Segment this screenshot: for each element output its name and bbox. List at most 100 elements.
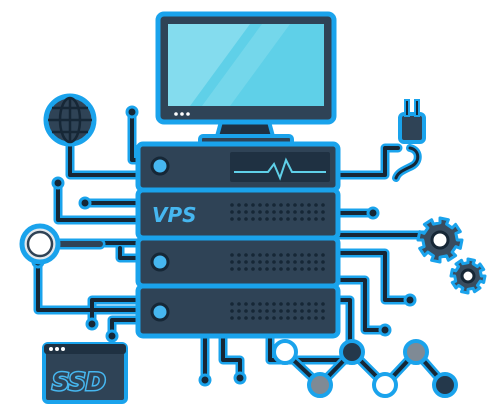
graph-node (372, 372, 398, 398)
graph-node (307, 372, 333, 398)
vent-dot (237, 210, 241, 214)
vent-dot (314, 316, 318, 320)
ssd-label: SSD (52, 368, 106, 396)
vent-dot (251, 217, 255, 221)
vent-dot (265, 302, 269, 306)
vent-dot (286, 309, 290, 313)
vent-dot (230, 210, 234, 214)
vent-dot (307, 260, 311, 264)
vent-dot (237, 217, 241, 221)
vent-dot (244, 302, 248, 306)
vent-dot (272, 267, 276, 271)
vent-dot (279, 316, 283, 320)
vent-dot (293, 302, 297, 306)
vent-dot (300, 210, 304, 214)
vent-dot (251, 316, 255, 320)
vent-dot (321, 203, 325, 207)
vent-dot (237, 309, 241, 313)
vent-dot (279, 253, 283, 257)
graph-node (339, 339, 365, 365)
vent-dot (279, 203, 283, 207)
vent-dot (286, 316, 290, 320)
vent-dot (321, 210, 325, 214)
ssd-window-icon: SSD (42, 342, 128, 404)
vent-dot (244, 210, 248, 214)
vent-dot (279, 210, 283, 214)
vent-dot (244, 309, 248, 313)
vent-dot (230, 309, 234, 313)
gears-icon (416, 216, 487, 295)
vent-dot (237, 302, 241, 306)
graph-node (272, 339, 298, 365)
vent-dot (286, 302, 290, 306)
vent-dot (279, 309, 283, 313)
vent-dot (279, 267, 283, 271)
vent-dot (279, 217, 283, 221)
vent-dot (321, 260, 325, 264)
vent-dot (258, 210, 262, 214)
vent-dot (286, 253, 290, 257)
vent-dot (272, 253, 276, 257)
vent-dot (293, 217, 297, 221)
magnifier-icon (19, 223, 106, 265)
vent-dot (293, 267, 297, 271)
server-unit-3 (135, 235, 341, 289)
vent-dot (307, 217, 311, 221)
vent-dot (314, 309, 318, 313)
vent-dot (307, 267, 311, 271)
vent-dot (272, 217, 276, 221)
vent-dot (293, 253, 297, 257)
vent-dot (251, 309, 255, 313)
vent-dot (307, 253, 311, 257)
vent-dot (286, 210, 290, 214)
vent-dot (230, 217, 234, 221)
vent-dot (293, 210, 297, 214)
vent-dot (293, 309, 297, 313)
vent-dot (244, 253, 248, 257)
network-graph-icon (272, 339, 458, 398)
vent-dot (251, 302, 255, 306)
globe-icon (43, 93, 97, 147)
graph-node (432, 372, 458, 398)
vent-dot (265, 309, 269, 313)
pulse-line-icon (234, 157, 326, 181)
server-stack (135, 141, 341, 339)
vent-dot (272, 309, 276, 313)
vent-dot (244, 316, 248, 320)
monitor-icon (155, 11, 337, 150)
vent-dot (265, 217, 269, 221)
vent-dot (314, 253, 318, 257)
vent-dot (258, 302, 262, 306)
vent-dot (258, 203, 262, 207)
vent-dot (314, 267, 318, 271)
vent-dot (286, 217, 290, 221)
vent-dot (230, 302, 234, 306)
vent-dot (251, 210, 255, 214)
vent-dot (293, 316, 297, 320)
graph-node (403, 339, 429, 365)
vent-dot (321, 309, 325, 313)
vent-dot (237, 260, 241, 264)
vent-dot (314, 302, 318, 306)
vent-dot (244, 203, 248, 207)
vent-dot (300, 260, 304, 264)
vent-dot (244, 260, 248, 264)
vent-dot (251, 260, 255, 264)
vent-dot (265, 253, 269, 257)
power-plug-icon (392, 99, 426, 182)
vent-dot (237, 253, 241, 257)
vent-dot (230, 203, 234, 207)
vent-dot (272, 316, 276, 320)
server-unit-4 (135, 283, 341, 339)
vent-dot (272, 203, 276, 207)
vent-dot (265, 267, 269, 271)
vent-dot (307, 210, 311, 214)
vent-dot (265, 203, 269, 207)
vent-dot (321, 316, 325, 320)
vent-dot (258, 260, 262, 264)
vent-dot (293, 203, 297, 207)
vent-dot (300, 267, 304, 271)
vent-dot (314, 217, 318, 221)
vent-dot (272, 302, 276, 306)
